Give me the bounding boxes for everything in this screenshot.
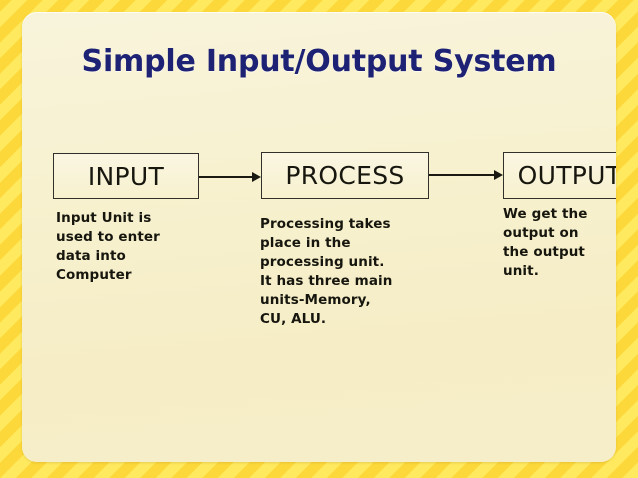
arrow-shaft [199, 176, 252, 178]
arrow-process-to-output [429, 170, 503, 180]
flow-box-input[interactable]: INPUT [53, 153, 199, 199]
arrow-head-icon [252, 172, 261, 182]
arrow-head-icon [494, 170, 503, 180]
flow-box-input-label: INPUT [87, 161, 165, 191]
arrow-shaft [429, 174, 494, 176]
page-title: Simple Input/Output System [81, 44, 557, 79]
content-panel: Simple Input/Output System INPUT PROCESS… [22, 12, 616, 462]
description-process: Processing takes place in the processing… [260, 216, 393, 327]
description-input: Input Unit is used to enter data into Co… [56, 210, 160, 283]
description-output: We get the output on the output unit. [503, 206, 588, 279]
arrow-input-to-process [199, 172, 261, 182]
flow-box-output-label: OUTPUT [517, 161, 616, 190]
flow-box-process-label: PROCESS [285, 161, 405, 190]
flow-box-process[interactable]: PROCESS [261, 152, 429, 199]
flow-box-output[interactable]: OUTPUT [503, 152, 616, 199]
